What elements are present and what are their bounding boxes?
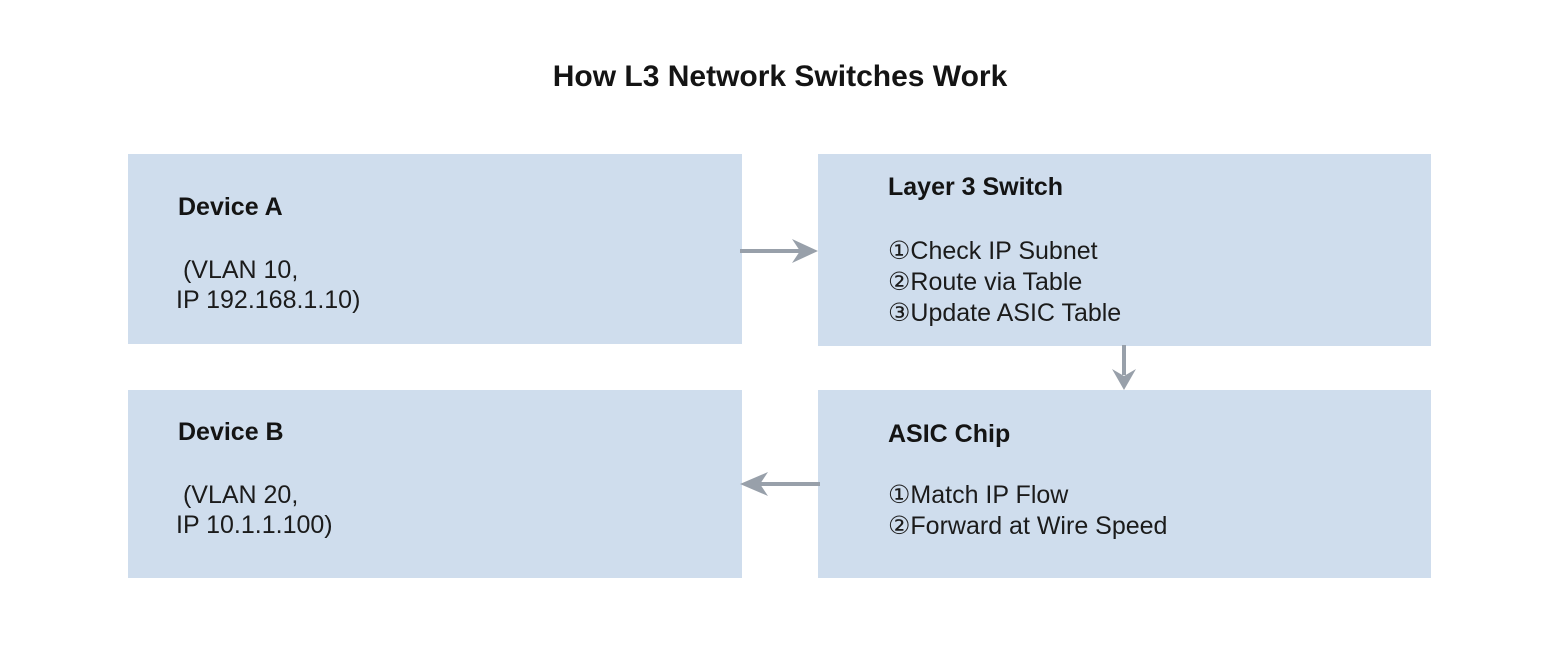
box-layer3-switch: Layer 3 Switch ①Check IP Subnet ②Route v…	[818, 154, 1431, 346]
box-line: ①Match IP Flow	[888, 481, 1069, 509]
box-device-b-details: (VLAN 20, IP 10.1.1.100)	[176, 480, 333, 540]
box-layer3-switch-title: Layer 3 Switch	[888, 173, 1064, 201]
box-device-b-title: Device B	[178, 418, 284, 446]
box-line: IP 10.1.1.100)	[176, 511, 333, 539]
box-device-a-title: Device A	[178, 193, 283, 221]
box-asic-chip-steps: ①Match IP Flow ②Forward at Wire Speed	[888, 480, 1167, 542]
box-line: (VLAN 10,	[176, 256, 299, 284]
box-asic-chip-title: ASIC Chip	[888, 420, 1011, 448]
box-line: ②Route via Table	[888, 268, 1083, 296]
diagram-title: How L3 Network Switches Work	[552, 60, 1008, 93]
box-layer3-switch-steps: ①Check IP Subnet ②Route via Table ③Updat…	[888, 236, 1121, 329]
arrow-device-a-to-layer3-switch-icon	[740, 239, 818, 263]
arrow-layer3-switch-to-asic-chip-icon	[1112, 345, 1136, 390]
box-line: ③Update ASIC Table	[888, 299, 1122, 327]
box-device-a: Device A (VLAN 10, IP 192.168.1.10)	[128, 154, 742, 344]
box-line: (VLAN 20,	[176, 481, 299, 509]
box-device-b: Device B (VLAN 20, IP 10.1.1.100)	[128, 390, 742, 578]
box-line: ②Forward at Wire Speed	[888, 512, 1168, 540]
arrow-asic-chip-to-device-b-icon	[740, 472, 820, 496]
box-device-a-details: (VLAN 10, IP 192.168.1.10)	[176, 255, 360, 315]
box-line: IP 192.168.1.10)	[176, 286, 361, 314]
box-line: ①Check IP Subnet	[888, 237, 1098, 265]
box-asic-chip: ASIC Chip ①Match IP Flow ②Forward at Wir…	[818, 390, 1431, 578]
